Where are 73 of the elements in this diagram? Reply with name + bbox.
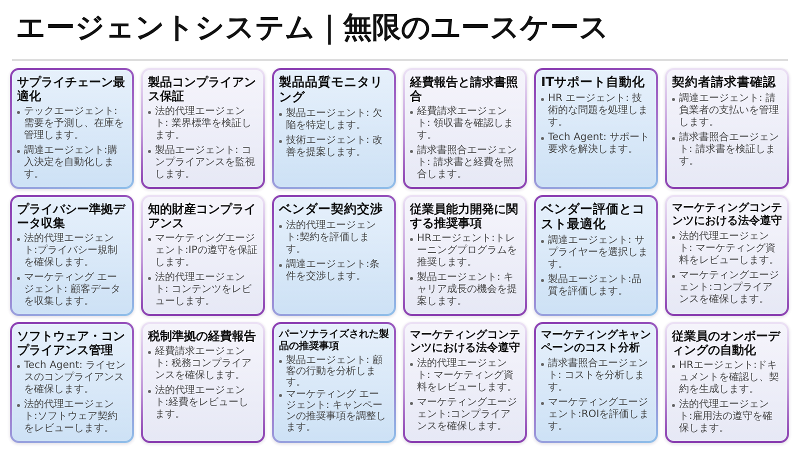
bullet-text: マーケティング エージェント: キャンペーンの推奨事項を調整します。 [286, 388, 387, 433]
bullet-text: マーケティングエージェント:コンプライアンスを確保します。 [679, 270, 780, 306]
use-case-card [272, 195, 396, 316]
card-heading: ベンダー契約交渉 [279, 202, 384, 217]
card-heading: マーケティングキャンペーンのコスト分析 [541, 329, 651, 355]
use-case-card [10, 68, 134, 189]
use-case-card [403, 322, 527, 443]
bullet-text: 製品エージェント: 顧客の行動を分析します。 [286, 354, 384, 388]
use-case-card [272, 322, 396, 443]
card-heading: サプライチェーン最適化 [17, 75, 126, 104]
card-heading: ソフトウェア・コンプライアンス管理 [17, 329, 126, 358]
use-case-card [141, 68, 265, 189]
card-heading: 契約者請求書確認 [672, 75, 777, 90]
bullet-text: 製品エージェント: 欠陥を特定します。 [286, 108, 384, 132]
bullet-text: 経費請求エージェント: 税務コンプライアンスを確保します。 [155, 346, 253, 382]
bullet-text: 製品エージェント:品質を評価します。 [548, 274, 642, 298]
bullet-text: Tech Agent: ライセンスのコンプライアンスを確保します。 [24, 360, 127, 396]
card-heading: 従業員能力開発に関する推奨事項 [410, 202, 519, 230]
bullet-text: HRエージェント:ドキュメントを確認し、契約を生成します。 [679, 360, 780, 396]
use-case-card [534, 68, 658, 189]
bullet-text: 製品エージェント: キャリア成長の機会を提案します。 [417, 272, 518, 308]
use-case-card [665, 195, 789, 316]
card-heading: 製品品質モニタリング [279, 75, 384, 104]
bullet-text: テックエージェント:需要を予測し、在庫を管理します。 [24, 106, 125, 142]
bullet-text: 調達エージェント: サプライヤーを選択します。 [548, 234, 649, 270]
bullet-text: 調達エージェント:条件を交渉します。 [286, 258, 380, 283]
bullet-text: 技術エージェント: 改善を提案します。 [286, 134, 384, 158]
use-case-card [10, 195, 134, 316]
use-case-card [141, 195, 265, 316]
card-heading: ベンダー評価とコスト最適化 [541, 202, 646, 232]
bullet-text: 法的代理エージェント:経費をレビューします。 [155, 385, 250, 422]
use-case-card [534, 195, 658, 316]
bullet-text: マーケティングエージェント:IPの遵守を保証します。 [155, 233, 258, 270]
use-case-card [665, 322, 789, 443]
bullet-text: 請求書照合エージェント: 請求書を検証します。 [679, 132, 780, 168]
bullet-text: 法的代理エージェント: 業界標準を検証します。 [155, 106, 253, 142]
bullet-text: 製品エージェント: コンプライアンスを監視します。 [155, 145, 256, 182]
bullet-text: 法的代理エージェント:ソフトウェア契約をレビューします。 [24, 399, 118, 436]
bullet-text: 法的代理エージェント:雇用法の遵守を確保します。 [679, 399, 774, 436]
bullet-text: マーケティングエージェント:コンプライアンスを確保します。 [417, 396, 518, 433]
bullet-text: 請求書照合エージェント: 請求書と経費を照合します。 [417, 145, 518, 182]
bullet-text: HR エージェント: 技術的な問題を処理します。 [548, 92, 649, 129]
card-heading: 経費報告と請求書照合 [410, 75, 519, 104]
card-heading: プライバシー準拠データ収集 [17, 202, 127, 230]
use-case-card [534, 322, 658, 443]
page-title: エージェントシステム｜無限のユースケース [16, 10, 609, 45]
bullet-text: Tech Agent: サポート要求を解決します。 [548, 132, 651, 156]
bullet-text: 調達エージェント: 請負業者の支払いを管理します。 [679, 92, 780, 129]
bullet-text: 調達エージェント:購入決定を自動化します。 [24, 145, 118, 182]
bullet-text: 法的代理エージェント: コンテンツをレビューします。 [155, 272, 253, 308]
use-case-card [141, 322, 265, 443]
use-case-card [10, 322, 134, 443]
use-case-card [272, 68, 396, 189]
card-heading: 製品コンプライアンス保証 [148, 75, 257, 104]
card-heading: 知的財産コンプライアンス [148, 202, 257, 230]
card-heading: ITサポート自動化 [541, 75, 646, 90]
card-heading: マーケティングコンテンツにおける法令遵守 [410, 329, 520, 355]
card-heading: パーソナライズされた製品の推奨事項 [279, 329, 389, 353]
bullet-text: 法的代理エージェント:プライバシー規制を確保します。 [24, 233, 118, 270]
card-heading: マーケティングコンテンツにおける法令遵守 [672, 202, 782, 228]
use-case-card [665, 68, 789, 189]
use-case-card [403, 195, 527, 316]
use-case-card [403, 68, 527, 189]
bullet-text: HRエージェント:トレーニングプログラムを推奨します。 [417, 233, 518, 270]
card-heading: 従業員のオンボーディングの自動化 [672, 329, 782, 358]
bullet-text: 経費請求エージェント: 領収書を確認します。 [417, 106, 515, 142]
bullet-text: 法的代理エージェント: マーケティング資料をレビューします。 [417, 358, 518, 394]
bullet-text: マーケティング エージェント: 顧客データを収集します。 [24, 272, 122, 308]
bullet-text: 法的代理エージェント: マーケティング資料をレビューします。 [679, 230, 780, 267]
bullet-text: マーケティングエージェント:ROIを評価します。 [548, 396, 650, 433]
card-heading: 税制準拠の経費報告 [148, 329, 257, 344]
bullet-text: 請求書照合エージェント: コストを分析します。 [548, 358, 649, 394]
bullet-text: 法的代理エージェント:契約を評価します。 [286, 220, 377, 256]
